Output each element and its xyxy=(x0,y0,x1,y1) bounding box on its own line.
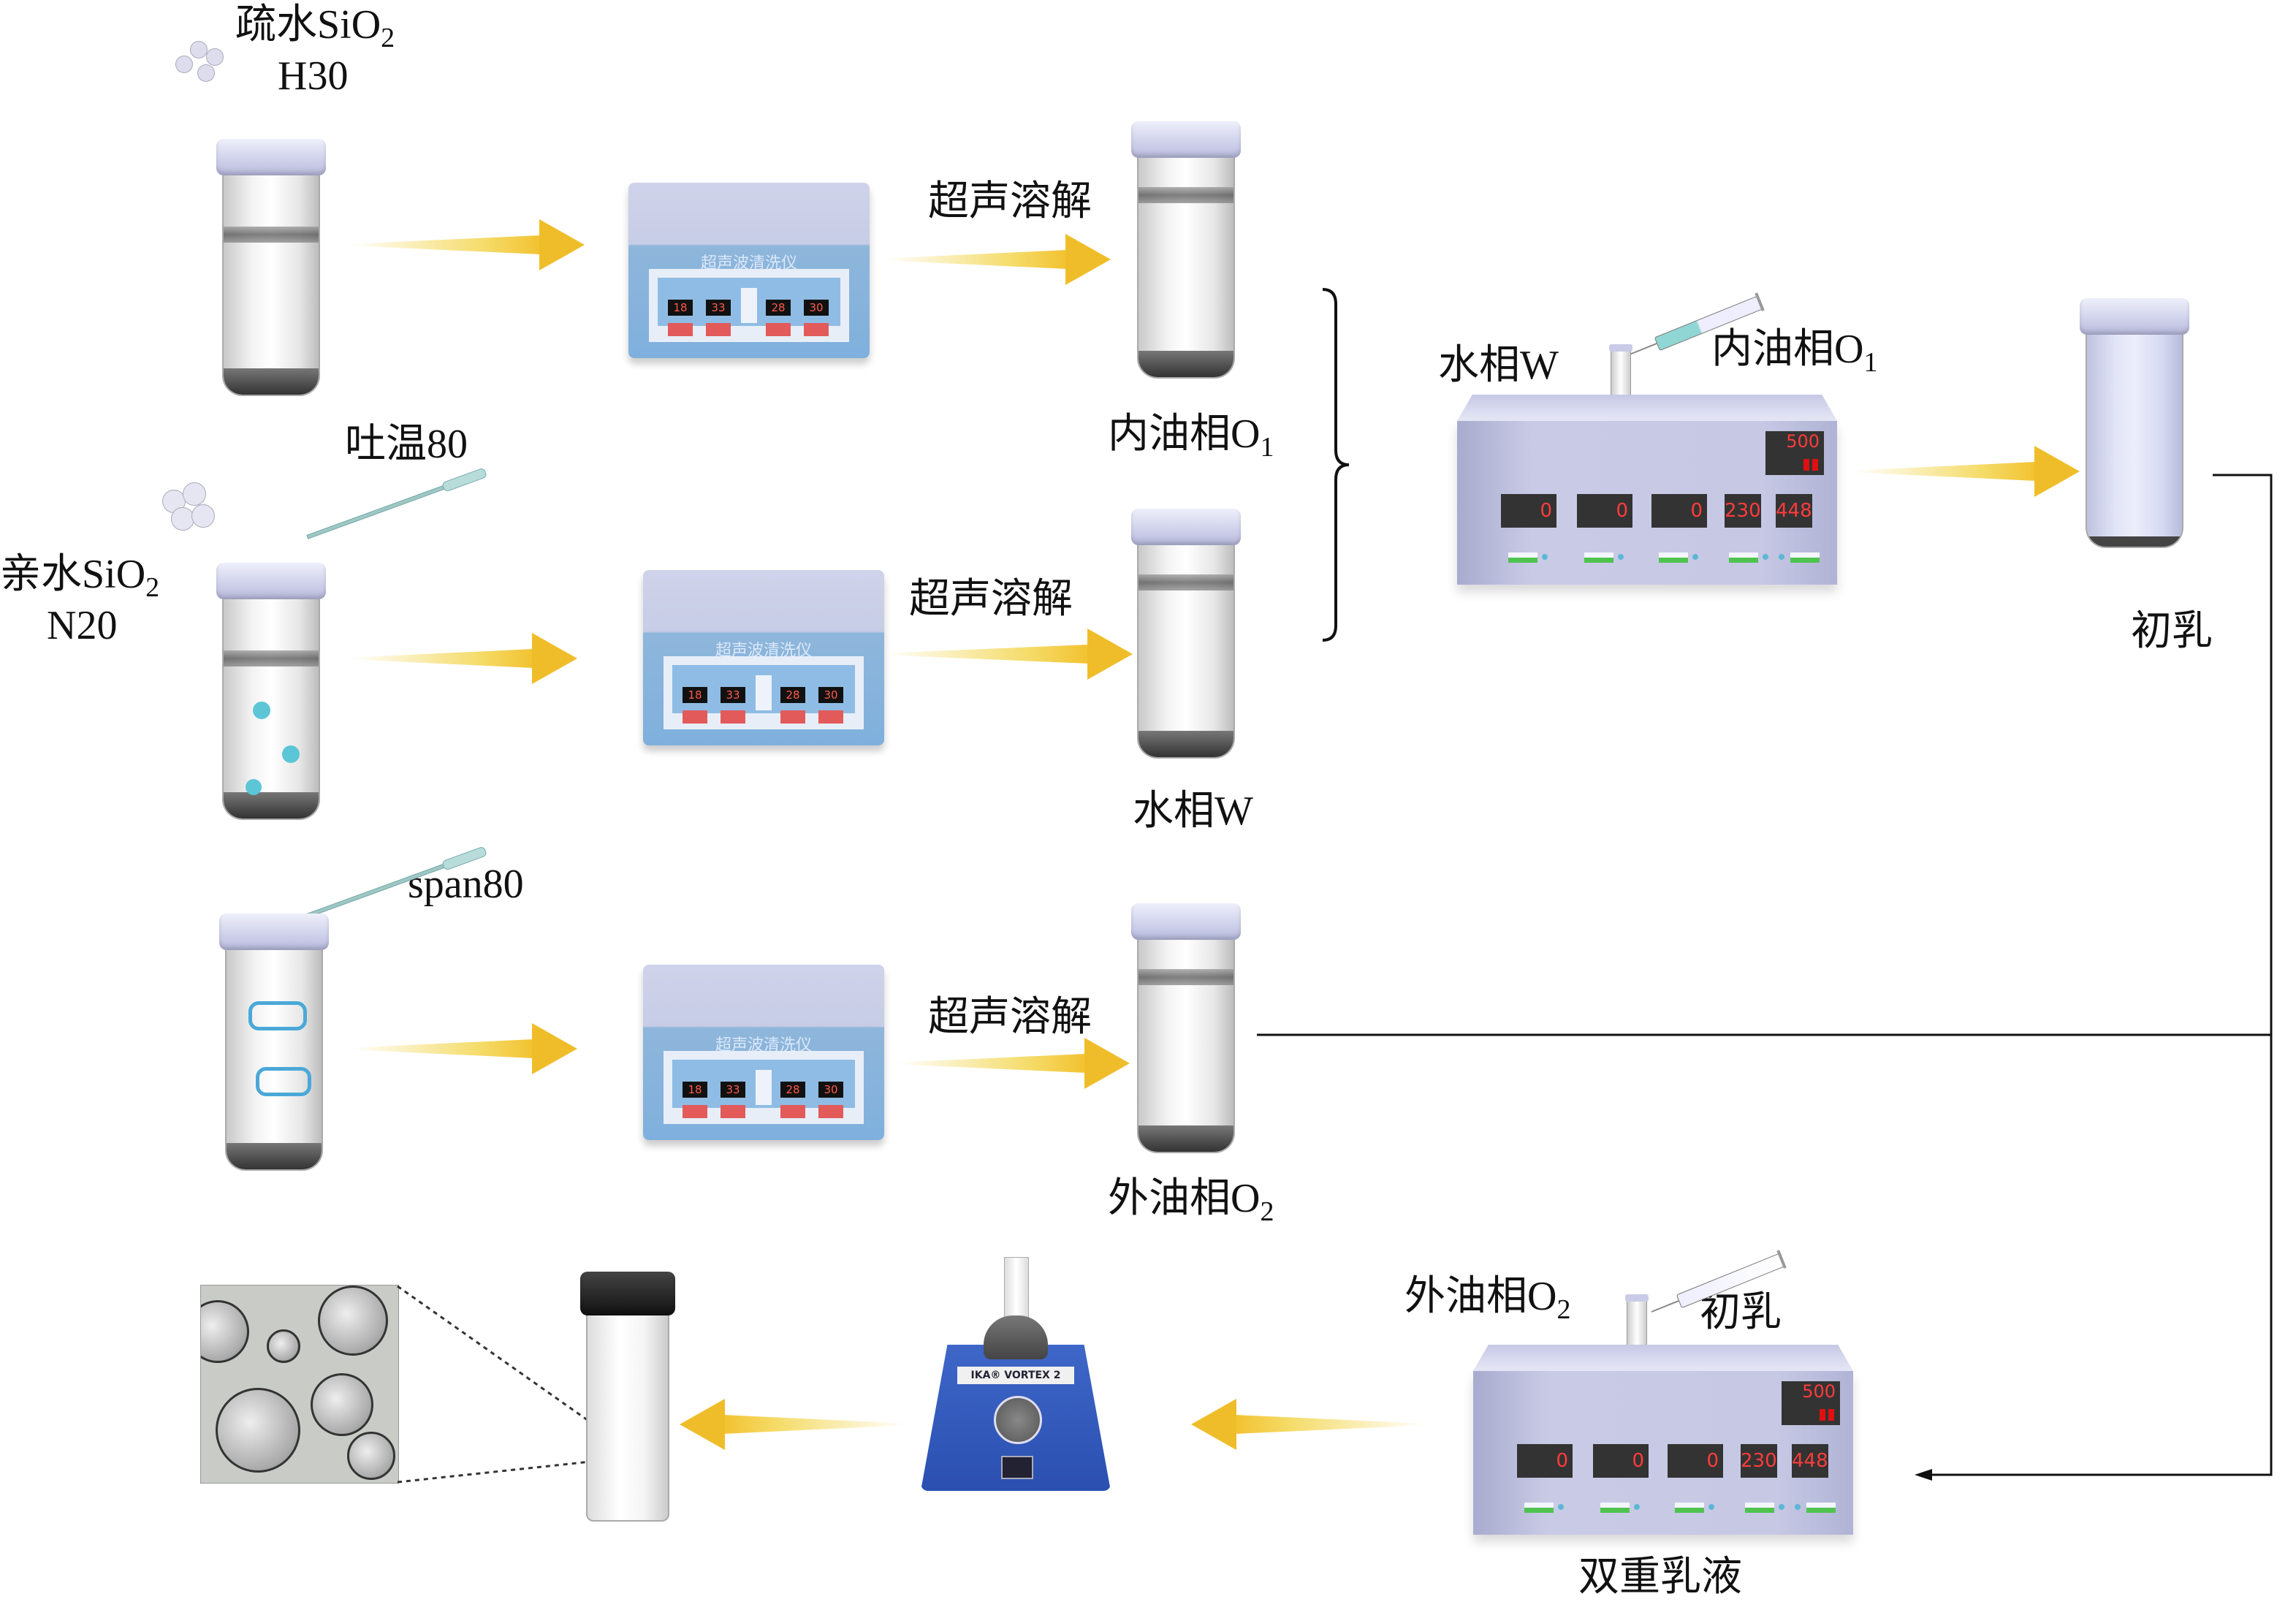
vial-hydrophilic xyxy=(216,563,326,820)
ultrasonic-cleaner-1: 超声波清洗仪 18 33 28 30 xyxy=(628,183,870,358)
stirrer1-oil-label: 内油相O1 xyxy=(1711,327,1878,378)
hydrophilic-silica-label: 亲水SiO2 xyxy=(0,552,160,603)
arrow-icon xyxy=(1191,1399,1425,1450)
ultrasonic-label-1: 超声溶解 xyxy=(928,179,1092,224)
vial-outer-oil-prep xyxy=(219,914,329,1171)
stirrer2-primary-label: 初乳 xyxy=(1700,1290,1782,1335)
arrow-icon xyxy=(680,1399,906,1450)
arrow-icon xyxy=(1853,446,2080,497)
micrograph-image xyxy=(200,1285,399,1484)
tween-label: 吐温80 xyxy=(345,422,468,467)
vial-outer-oil xyxy=(1131,903,1241,1153)
ultrasonic-label-2: 超声溶解 xyxy=(909,577,1073,622)
arrow-icon xyxy=(351,1023,577,1074)
ultrasonic-cleaner-3: 超声波清洗仪 18 33 28 30 xyxy=(643,965,884,1140)
arrow-icon xyxy=(351,633,577,684)
ultrasonic-cleaner-2: 超声波清洗仪 18 33 28 30 xyxy=(643,570,884,745)
vial-double-emulsion xyxy=(580,1272,675,1522)
stirrer1-water-label: 水相W xyxy=(1438,343,1559,388)
silica-particles-icon xyxy=(175,41,234,85)
hydrophobic-grade-label: H30 xyxy=(278,53,349,99)
outer-oil-label: 外油相O2 xyxy=(1108,1176,1274,1227)
magnetic-stirrer-2: 500 0 0 0 230 448 xyxy=(1473,1294,1853,1535)
curly-brace xyxy=(1322,288,1350,642)
primary-emulsion-label: 初乳 xyxy=(2131,609,2213,654)
stirrer2-oil-label: 外油相O2 xyxy=(1404,1274,1571,1325)
hydrophobic-silica-label: 疏水SiO2 xyxy=(235,2,395,53)
inner-oil-label: 内油相O1 xyxy=(1108,411,1274,463)
ultrasonic-label-3: 超声溶解 xyxy=(928,995,1092,1040)
silica-cluster-icon xyxy=(162,482,215,533)
water-phase-label: 水相W xyxy=(1133,789,1253,834)
double-emulsion-label: 双重乳液 xyxy=(1578,1554,1742,1600)
vortex-mixer: IKA® VORTEX 2 xyxy=(921,1257,1111,1491)
vial-primary-emulsion xyxy=(2080,298,2189,548)
primary-to-double-line xyxy=(1929,474,2273,1476)
vial-inner-oil xyxy=(1131,121,1241,379)
arrow-icon xyxy=(351,219,585,270)
magnetic-stirrer-1: 500 0 0 0 230 448 xyxy=(1457,344,1837,585)
hydrophilic-grade-label: N20 xyxy=(47,603,118,648)
vial-water-phase xyxy=(1131,509,1241,759)
line-arrowhead xyxy=(1915,1469,1932,1481)
vial-hydrophobic xyxy=(216,139,326,396)
arrow-icon xyxy=(884,629,1133,680)
arrow-icon xyxy=(884,234,1111,285)
arrow-icon xyxy=(896,1038,1130,1089)
